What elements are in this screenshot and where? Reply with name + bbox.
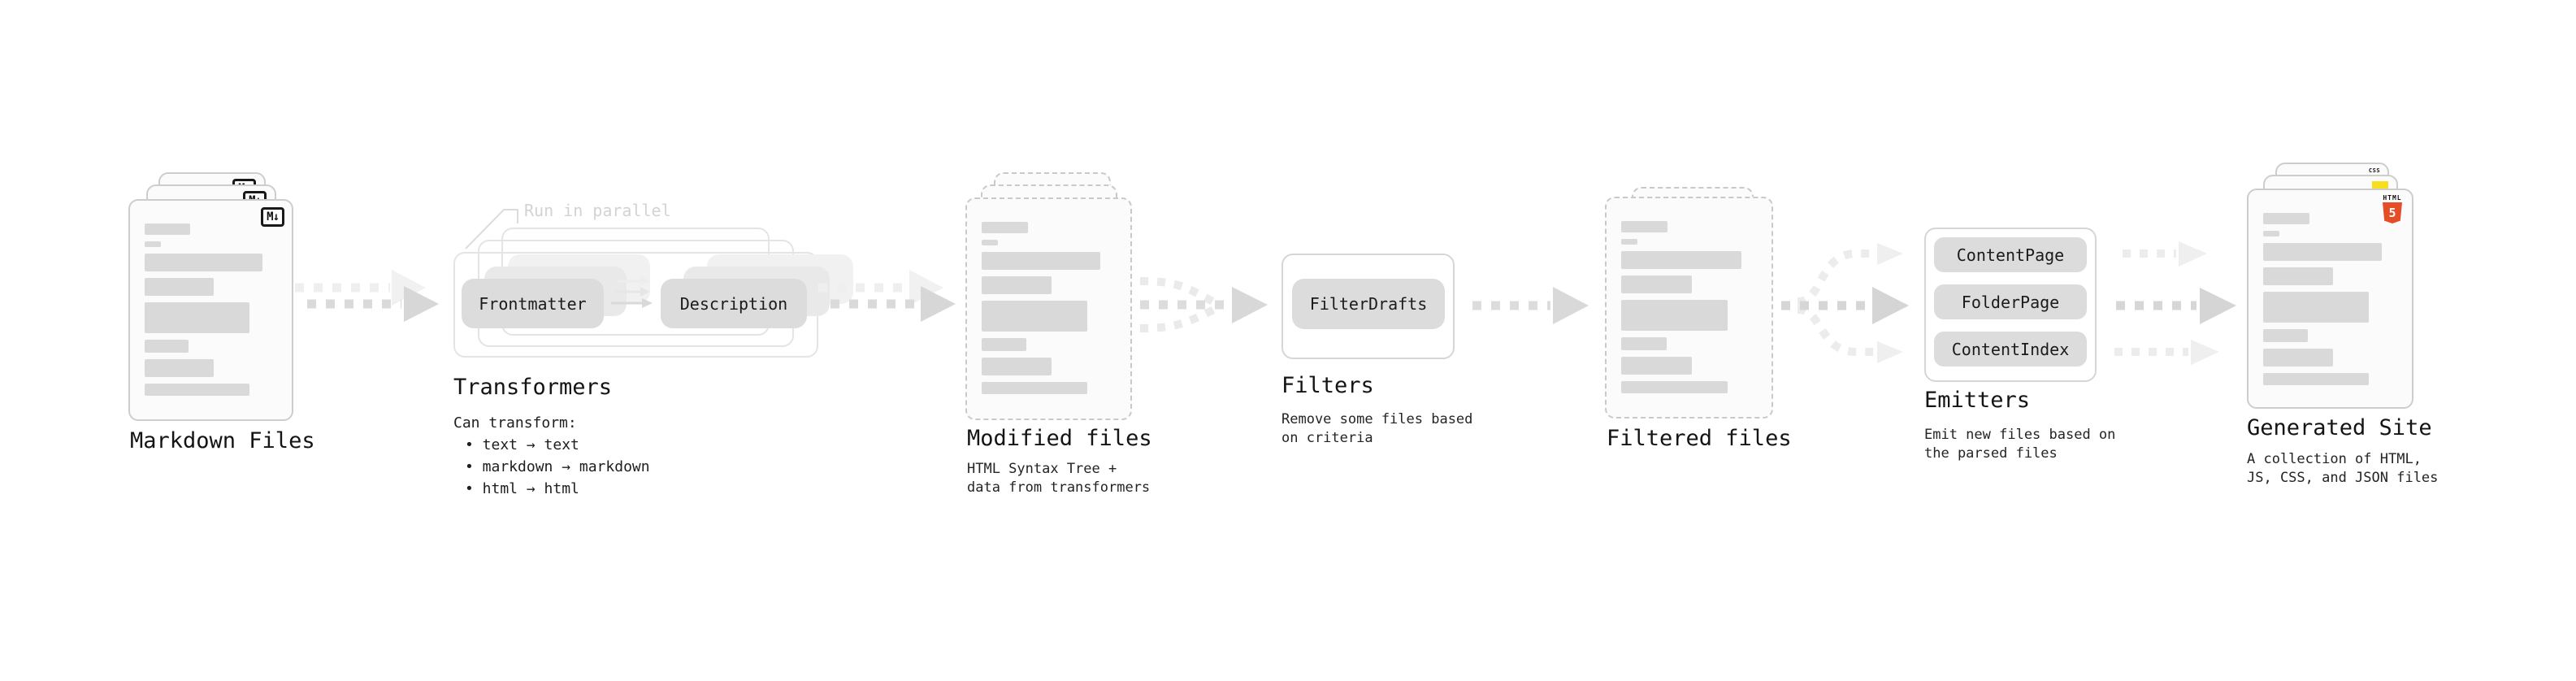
css-icon-word: CSS [2368,167,2381,174]
content-placeholder-bar [982,252,1101,270]
content-placeholder-bar [982,301,1087,332]
document-content-placeholder [1607,198,1772,393]
content-placeholder-bar [982,358,1052,375]
frontmatter-pill: Frontmatter [462,279,604,328]
arrow-emitters-to-site [2114,241,2236,365]
filters-subtitle: Remove some files based on criteria [1281,410,1472,448]
content-placeholder-bar [145,359,215,377]
document-content-placeholder [967,199,1130,394]
filtered-file-card-front [1605,197,1773,419]
subtitle-line: A collection of HTML, [2247,451,2422,467]
contentindex-pill: ContentIndex [1934,332,2087,367]
arrow-markdown-to-transformers [295,270,439,322]
content-placeholder-bar [2263,373,2369,385]
arrow-filtered-to-emitters [1781,243,1909,363]
subtitle-line: JS, CSS, and JSON files [2247,470,2439,486]
content-placeholder-bar [1621,337,1667,350]
content-placeholder-bar [145,278,215,296]
content-placeholder-bar [982,338,1026,351]
run-in-parallel-callout: Run in parallel [524,201,671,220]
content-placeholder-bar [982,240,999,245]
notes-bullet: • html → html [465,480,579,497]
content-placeholder-bar [1621,357,1692,375]
stage-title-filters: Filters [1281,373,1374,398]
document-content-placeholder [130,201,292,396]
content-placeholder-bar [982,276,1052,294]
notes-heading: Can transform: [453,414,577,432]
filterdrafts-pill: FilterDrafts [1292,279,1445,329]
document-content-placeholder [2249,190,2412,385]
description-pill: Description [661,279,807,328]
subtitle-line: data from transformers [967,479,1151,496]
stage-title-markdown-files: Markdown Files [130,428,315,453]
modified-file-card-front [965,197,1132,420]
content-placeholder-bar [1621,381,1728,393]
content-placeholder-bar [2263,243,2383,261]
content-placeholder-bar [2263,292,2369,323]
transformers-notes: Can transform: • text → text • markdown … [453,412,650,500]
markdown-file-card-front: M↓ [128,199,293,421]
content-placeholder-bar [2263,349,2333,367]
content-placeholder-bar [145,302,249,333]
content-placeholder-bar [1621,251,1741,269]
html5-icon-word: HTML [2383,194,2402,202]
content-placeholder-bar [2263,267,2333,285]
content-placeholder-bar [1621,221,1668,232]
content-placeholder-bar [982,382,1087,394]
content-placeholder-bar [1621,300,1728,331]
content-placeholder-bar [1621,239,1638,245]
content-placeholder-bar [145,241,161,247]
arrow-modified-to-filters [1139,277,1268,332]
subtitle-line: the parsed files [1924,445,2058,462]
content-placeholder-bar [145,384,249,396]
content-placeholder-bar [1621,275,1692,293]
stage-title-transformers: Transformers [453,375,613,400]
arrow-filters-to-filtered [1472,287,1589,324]
emitters-subtitle: Emit new files based on the parsed files [1924,426,2115,463]
html5-icon-shield: 5 [2383,202,2402,223]
stage-title-emitters: Emitters [1924,388,2031,413]
modified-files-subtitle: HTML Syntax Tree + data from transformer… [967,460,1150,497]
generated-site-subtitle: A collection of HTML, JS, CSS, and JSON … [2247,450,2438,488]
subtitle-line: HTML Syntax Tree + [967,461,1117,477]
stage-title-generated-site: Generated Site [2247,415,2432,440]
content-placeholder-bar [2263,213,2309,224]
subtitle-line: Remove some files based [1281,411,1473,427]
js-icon [2372,181,2388,190]
folderpage-pill: FolderPage [1934,284,2087,319]
site-file-card-html: HTML 5 [2247,189,2413,409]
content-placeholder-bar [2263,231,2280,236]
notes-bullet: • text → text [465,436,579,453]
content-placeholder-bar [2263,329,2308,342]
html5-icon-number: 5 [2388,206,2396,220]
content-placeholder-bar [145,340,189,353]
content-placeholder-bar [145,254,262,271]
stage-title-filtered-files: Filtered files [1607,426,1792,451]
notes-bullet: • markdown → markdown [465,458,650,475]
stage-title-modified-files: Modified files [967,426,1152,451]
html5-icon: HTML 5 [2383,194,2402,223]
subtitle-line: on criteria [1281,430,1373,446]
content-placeholder-bar [145,223,191,235]
contentpage-pill: ContentPage [1934,237,2087,272]
markdown-icon: M↓ [261,207,284,227]
subtitle-line: Emit new files based on [1924,427,2116,443]
content-placeholder-bar [982,222,1028,233]
